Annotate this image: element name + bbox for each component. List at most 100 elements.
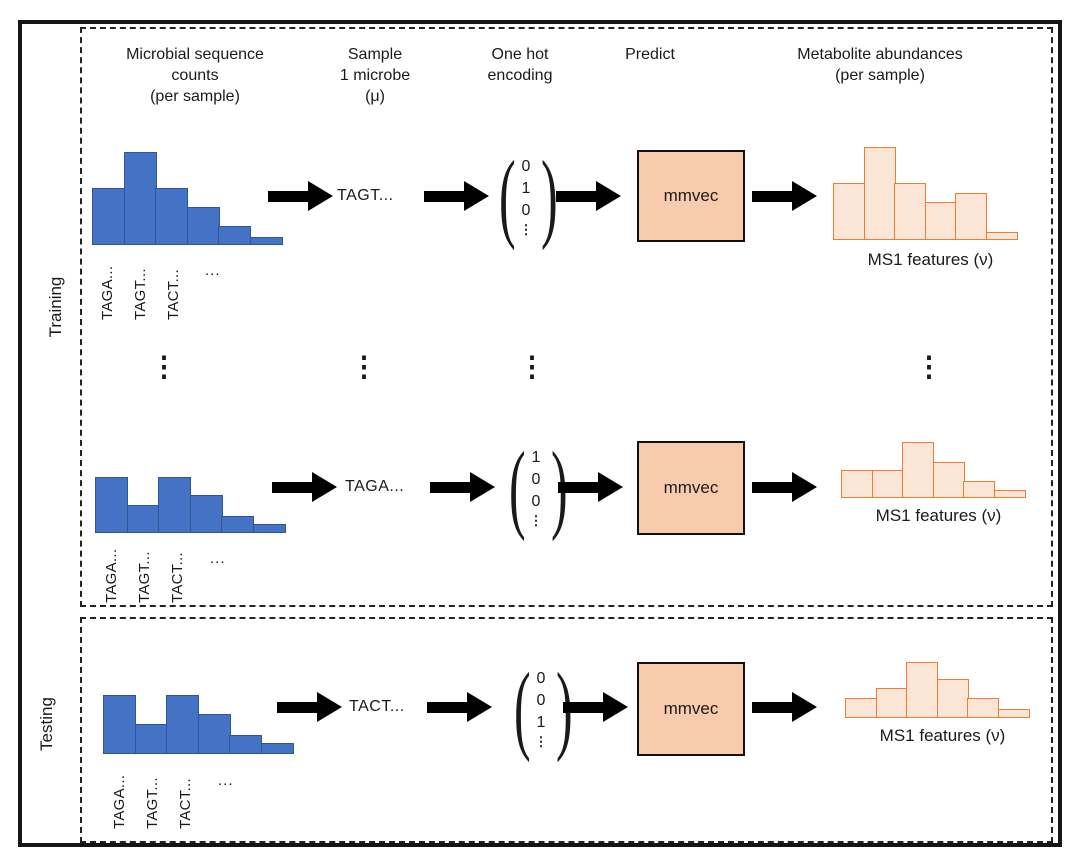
histogram-bar (221, 516, 254, 533)
arrow-body (424, 190, 464, 202)
histogram-bar (963, 481, 995, 498)
continuation-ellipsis: ⋮ (518, 351, 546, 382)
arrow-body (752, 481, 792, 493)
arrow-head (792, 181, 817, 211)
arrow-body (272, 481, 312, 493)
vector-vertical-dots: ⋮ (519, 221, 533, 237)
histogram-bar (158, 477, 191, 533)
testing-label: Testing (37, 697, 56, 751)
flow-arrow (427, 692, 492, 722)
flow-arrow (752, 181, 817, 211)
flow-arrow (424, 181, 489, 211)
one-hot-vector: ( 0 1 0 ⋮ ) (493, 138, 559, 254)
continuation-ellipsis: ⋮ (915, 351, 943, 382)
mmvec-label: mmvec (663, 699, 719, 718)
vector-entry: 0 (536, 691, 546, 709)
histogram-bar (166, 695, 199, 754)
left-paren: ( (514, 652, 531, 763)
vector-entry: 0 (536, 669, 546, 687)
mmvec-label: mmvec (663, 478, 719, 497)
vector-entries: 0 1 0 ⋮ (517, 156, 535, 237)
sequence-label: TACT... (177, 778, 194, 829)
histogram-bar (993, 490, 1026, 498)
vector-vertical-dots: ⋮ (529, 512, 543, 528)
histogram-bar (249, 237, 283, 245)
vector-entry: 1 (531, 448, 541, 466)
vector-entry: 1 (521, 179, 531, 197)
arrow-body (556, 190, 596, 202)
arrow-head (312, 472, 337, 502)
flow-arrow (752, 472, 817, 502)
histogram-bar (932, 462, 965, 498)
vector-entries: 0 0 1 ⋮ (532, 668, 550, 749)
continuation-ellipsis: ⋮ (350, 351, 378, 382)
sampled-microbe-text: TACT... (349, 698, 405, 715)
histogram-bar (134, 724, 168, 754)
flow-arrow (556, 181, 621, 211)
vector-entry: 1 (536, 713, 546, 731)
column-header-microbial-counts: Microbial sequence counts (per sample) (126, 46, 264, 105)
histogram-bar (894, 183, 926, 240)
histogram-bar (967, 698, 999, 718)
histogram-bar (875, 688, 908, 718)
sequence-label: TACT... (169, 552, 186, 603)
microbe-histogram (95, 438, 295, 533)
sampled-microbe-text: TAGT... (337, 187, 394, 204)
microbe-histogram (103, 659, 303, 754)
sequence-label: TACT... (165, 269, 182, 320)
histogram-bar (218, 226, 251, 245)
mmvec-label: mmvec (663, 186, 719, 205)
histogram-bar (197, 714, 231, 754)
mmvec-box: mmvec (637, 662, 745, 756)
flow-arrow (558, 472, 623, 502)
arrow-head (308, 181, 333, 211)
mmvec-box: mmvec (637, 150, 745, 242)
histogram-bar (985, 232, 1018, 240)
ms1-caption: MS1 features (ν) (867, 250, 994, 269)
flow-arrow (272, 472, 337, 502)
training-label: Training (46, 276, 65, 338)
vector-entries: 1 0 0 ⋮ (527, 447, 545, 528)
histogram-bar (126, 505, 160, 533)
sequence-label: TAGA... (111, 774, 128, 829)
histogram-bar (924, 202, 957, 240)
histogram-bar (92, 188, 125, 245)
sequence-label: TAGA... (99, 265, 116, 320)
column-header-one-hot-encoding: One hot encoding (487, 46, 553, 84)
vector-entry: 0 (531, 470, 541, 488)
histogram-bar (260, 743, 294, 754)
left-paren: ( (499, 140, 516, 251)
sequence-ellipsis: ... (210, 550, 226, 567)
arrow-head (792, 692, 817, 722)
flow-arrow (268, 181, 333, 211)
sequence-label: TAGT... (144, 777, 161, 829)
histogram-bar (955, 193, 987, 240)
figure-frame (18, 20, 1062, 847)
sequence-label: TAGA... (103, 548, 120, 603)
histogram-bar (189, 495, 223, 533)
metabolite-histogram (845, 623, 1040, 718)
histogram-bar (252, 524, 286, 533)
flow-arrow (277, 692, 342, 722)
vector-entry: 0 (521, 157, 531, 175)
microbe-histogram (92, 150, 292, 245)
histogram-bar (906, 662, 938, 718)
histogram-bar (936, 679, 969, 718)
arrow-body (268, 190, 308, 202)
ms1-caption: MS1 features (ν) (879, 726, 1006, 745)
vector-entry: 0 (531, 492, 541, 510)
metabolite-histogram (833, 145, 1028, 240)
arrow-body (752, 190, 792, 202)
arrow-body (563, 701, 603, 713)
metabolite-histogram (841, 403, 1036, 498)
arrow-head (603, 692, 628, 722)
arrow-head (596, 181, 621, 211)
mmvec-box: mmvec (637, 441, 745, 535)
histogram-bar (845, 698, 877, 718)
arrow-body (427, 701, 467, 713)
arrow-head (598, 472, 623, 502)
flow-arrow (752, 692, 817, 722)
ms1-caption: MS1 features (ν) (875, 506, 1002, 525)
training-section-box (80, 27, 1053, 607)
